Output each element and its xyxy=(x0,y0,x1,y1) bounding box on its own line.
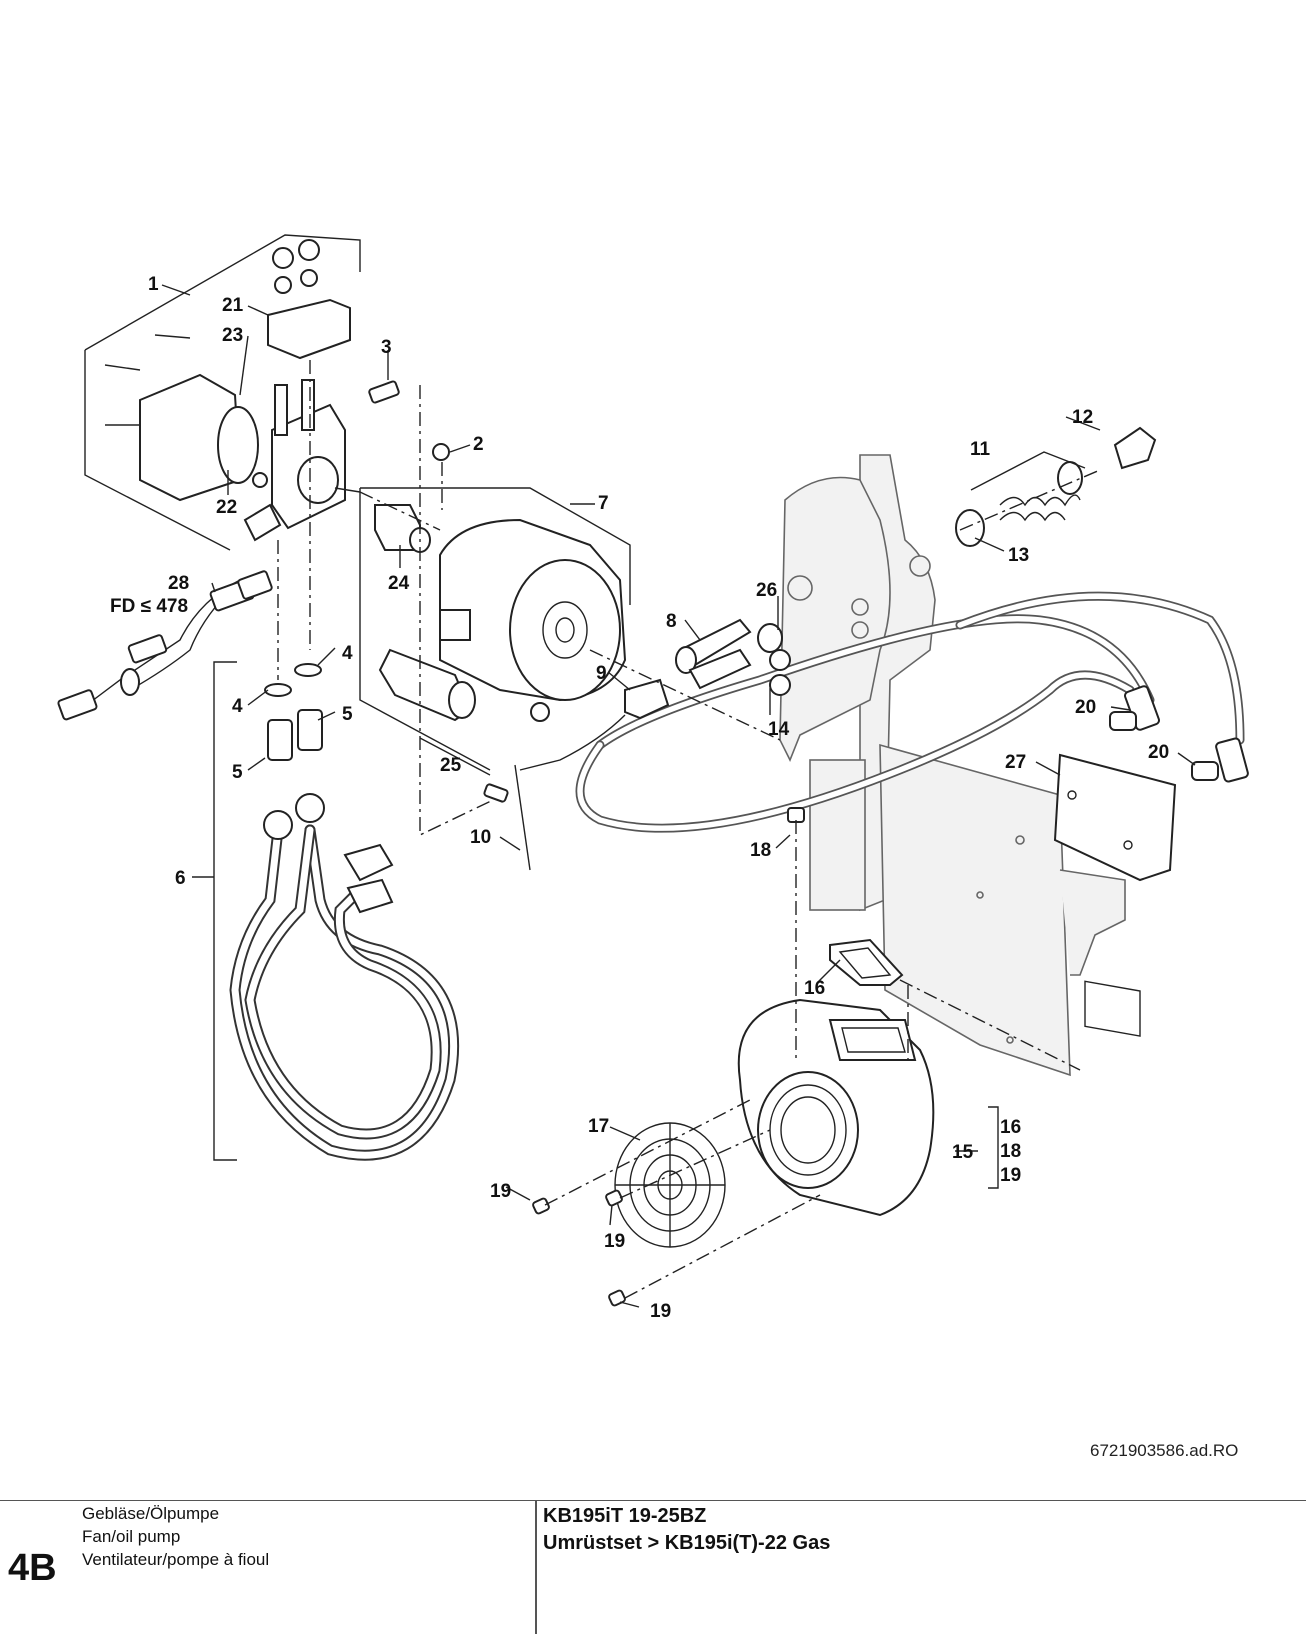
callout-fd: FD ≤ 478 xyxy=(110,596,188,617)
model-subtitle: Umrüstset > KB195i(T)-22 Gas xyxy=(543,1532,831,1554)
callout-2: 2 xyxy=(473,434,484,455)
guard-grille xyxy=(614,1122,726,1248)
cable-harness xyxy=(57,570,273,721)
fan-housing xyxy=(737,998,935,1217)
callout-labels: 1 21 23 3 2 22 7 24 28 FD ≤ 478 11 12 13… xyxy=(110,274,1169,1322)
bracket-15 xyxy=(955,1106,999,1189)
callout-4-right: 4 xyxy=(342,643,353,664)
exploded-parts-diagram: 1 21 23 3 2 22 7 24 28 FD ≤ 478 11 12 13… xyxy=(57,234,1249,1322)
footer: 4B Gebläse/Ölpumpe Fan/oil pump Ventilat… xyxy=(0,1500,1306,1634)
callout-28: 28 xyxy=(168,573,189,594)
callout-24: 24 xyxy=(388,573,410,594)
callout-21: 21 xyxy=(222,295,244,316)
callout-19-bottom: 19 xyxy=(650,1301,671,1322)
callout-15-sub-16: 16 xyxy=(1000,1117,1021,1138)
callout-4-left: 4 xyxy=(232,696,243,717)
sensor-cable xyxy=(575,591,1249,833)
drawing-number: 6721903586.ad.RO xyxy=(1090,1441,1239,1460)
callout-18: 18 xyxy=(750,840,771,861)
leader-lines xyxy=(161,284,1196,1308)
callout-20-upper: 20 xyxy=(1075,697,1096,718)
callout-15-sub-18: 18 xyxy=(1000,1141,1021,1162)
callout-1: 1 xyxy=(148,274,159,295)
callout-3: 3 xyxy=(381,337,392,358)
callout-6: 6 xyxy=(175,868,186,889)
section-number: 4B xyxy=(8,1547,57,1589)
callout-19-left: 19 xyxy=(490,1181,511,1202)
callout-15-sub-19: 19 xyxy=(1000,1165,1021,1186)
callout-23: 23 xyxy=(222,325,243,346)
callout-13: 13 xyxy=(1008,545,1029,566)
callout-12: 12 xyxy=(1072,407,1093,428)
footer-divider xyxy=(535,1501,537,1634)
mounting-plate xyxy=(879,743,1126,1077)
capacitor xyxy=(378,648,476,722)
assembly-lines xyxy=(277,360,1101,1299)
callout-5-right: 5 xyxy=(342,704,353,725)
nozzle-fitting xyxy=(368,380,400,404)
oil-hoses xyxy=(229,663,460,1161)
callout-7: 7 xyxy=(598,493,609,514)
motor-assembly xyxy=(359,487,631,771)
callout-27: 27 xyxy=(1005,752,1026,773)
callout-26: 26 xyxy=(756,580,777,601)
callout-16: 16 xyxy=(804,978,825,999)
screws xyxy=(432,443,805,1307)
burner-housing xyxy=(779,454,936,912)
callout-15: 15 xyxy=(952,1142,974,1163)
callout-10: 10 xyxy=(470,827,491,848)
controller-module xyxy=(1053,753,1177,1037)
callout-17: 17 xyxy=(588,1116,609,1137)
oil-pump-assembly xyxy=(84,234,361,551)
description-german: Gebläse/Ölpumpe xyxy=(82,1504,220,1523)
bracket-11 xyxy=(970,451,1086,491)
callout-19-middle: 19 xyxy=(604,1231,625,1252)
description-english: Fan/oil pump xyxy=(82,1527,181,1546)
callout-9: 9 xyxy=(596,663,607,684)
callout-20-lower: 20 xyxy=(1148,742,1169,763)
callout-25: 25 xyxy=(440,755,462,776)
bracket-6 xyxy=(192,661,237,1161)
description-french: Ventilateur/pompe à fioul xyxy=(82,1550,270,1569)
ignition-parts xyxy=(483,618,791,871)
motor-plug xyxy=(374,504,431,553)
callout-11: 11 xyxy=(970,439,991,460)
callout-14: 14 xyxy=(768,719,790,740)
gasket xyxy=(829,938,904,986)
callout-5-left: 5 xyxy=(232,762,243,783)
callout-22: 22 xyxy=(216,497,237,518)
callout-8: 8 xyxy=(666,611,677,632)
bracket-25 xyxy=(419,737,491,776)
model-title: KB195iT 19-25BZ xyxy=(543,1505,707,1527)
